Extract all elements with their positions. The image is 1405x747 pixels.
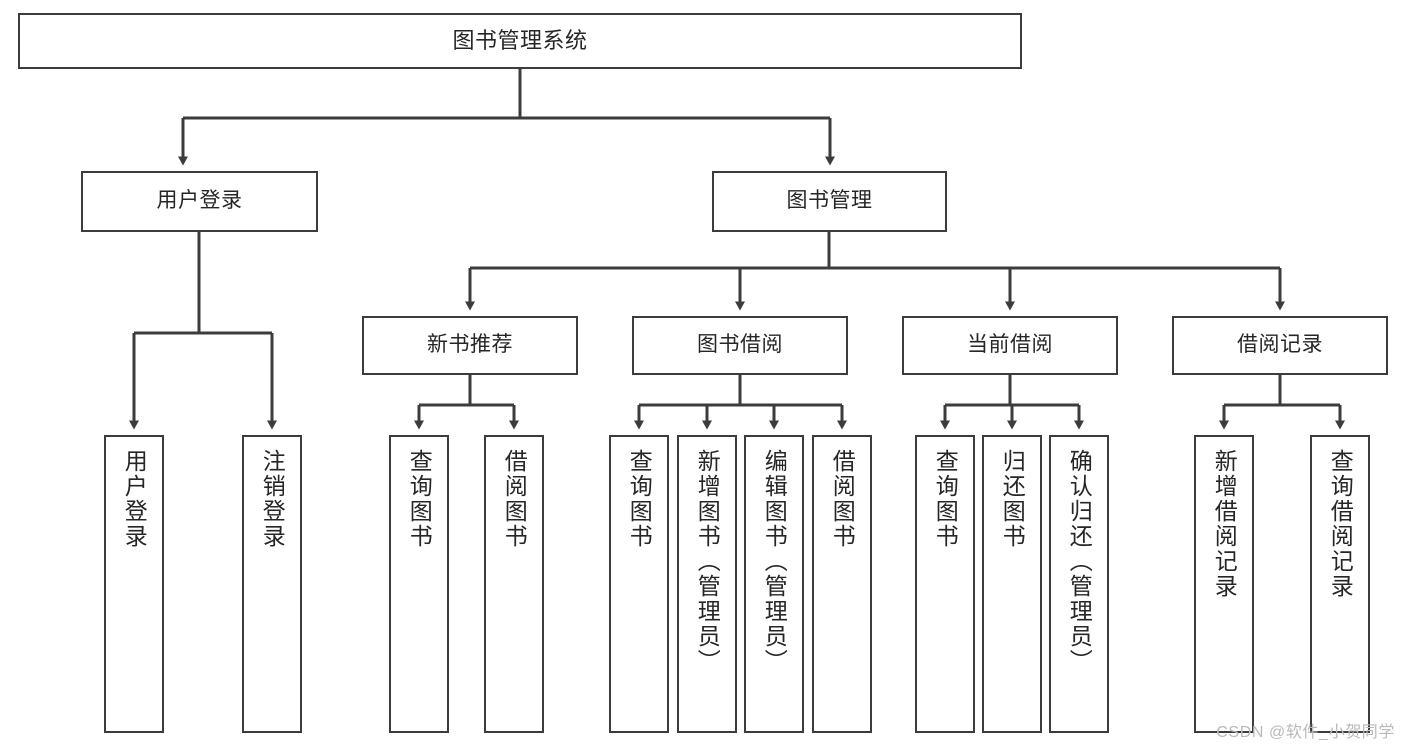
node-book-management[interactable]: 图书管理 — [712, 171, 947, 232]
leaf-query-borrow-record-label: 查询借阅记录 — [1327, 449, 1354, 599]
leaf-logout[interactable]: 注销登录 — [242, 435, 302, 733]
node-user-login-label: 用户登录 — [156, 189, 243, 213]
leaf-query-book-current[interactable]: 查询图书 — [915, 435, 975, 733]
node-current-borrow[interactable]: 当前借阅 — [902, 316, 1118, 375]
leaf-add-book-admin-label: 新增图书（管理员） — [694, 449, 721, 674]
node-book-borrow[interactable]: 图书借阅 — [632, 316, 848, 375]
leaf-query-borrow-record[interactable]: 查询借阅记录 — [1310, 435, 1370, 733]
node-new-book-recommend[interactable]: 新书推荐 — [362, 316, 578, 375]
leaf-borrow-book[interactable]: 借阅图书 — [812, 435, 872, 733]
node-user-login[interactable]: 用户登录 — [81, 171, 318, 232]
leaf-return-book-label: 归还图书 — [999, 449, 1026, 549]
leaf-query-book-recommend-label: 查询图书 — [406, 449, 433, 549]
leaf-add-book-admin[interactable]: 新增图书（管理员） — [677, 435, 737, 733]
leaf-borrow-book-recommend-label: 借阅图书 — [501, 449, 528, 549]
leaf-user-login-label: 用户登录 — [121, 449, 148, 549]
leaf-add-borrow-record-label: 新增借阅记录 — [1211, 449, 1238, 599]
leaf-borrow-book-recommend[interactable]: 借阅图书 — [484, 435, 544, 733]
leaf-edit-book-admin-label: 编辑图书（管理员） — [761, 449, 788, 674]
leaf-query-book-borrow[interactable]: 查询图书 — [609, 435, 669, 733]
node-root-label: 图书管理系统 — [452, 28, 588, 54]
node-new-book-recommend-label: 新书推荐 — [427, 333, 513, 357]
leaf-edit-book-admin[interactable]: 编辑图书（管理员） — [744, 435, 804, 733]
leaf-add-borrow-record[interactable]: 新增借阅记录 — [1194, 435, 1254, 733]
leaf-confirm-return-admin[interactable]: 确认归还（管理员） — [1049, 435, 1109, 733]
leaf-query-book-borrow-label: 查询图书 — [626, 449, 653, 549]
leaf-return-book[interactable]: 归还图书 — [982, 435, 1042, 733]
leaf-query-book-current-label: 查询图书 — [932, 449, 959, 549]
node-current-borrow-label: 当前借阅 — [967, 333, 1053, 357]
leaf-borrow-book-label: 借阅图书 — [829, 449, 856, 549]
node-borrow-record[interactable]: 借阅记录 — [1172, 316, 1388, 375]
leaf-logout-label: 注销登录 — [259, 449, 286, 549]
node-book-management-label: 图书管理 — [786, 189, 873, 213]
leaf-user-login[interactable]: 用户登录 — [104, 435, 164, 733]
leaf-query-book-recommend[interactable]: 查询图书 — [389, 435, 449, 733]
node-root[interactable]: 图书管理系统 — [18, 13, 1022, 69]
leaf-confirm-return-admin-label: 确认归还（管理员） — [1066, 449, 1093, 674]
node-borrow-record-label: 借阅记录 — [1237, 333, 1323, 357]
node-book-borrow-label: 图书借阅 — [697, 333, 783, 357]
